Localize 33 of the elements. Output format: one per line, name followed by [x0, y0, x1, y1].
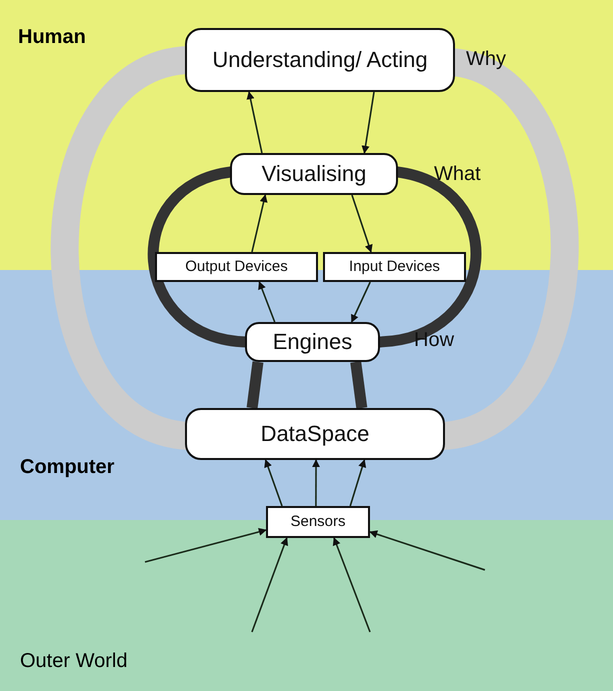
node-label: Output Devices: [185, 258, 288, 276]
node-label: Sensors: [290, 514, 346, 530]
arrow: [312, 459, 320, 506]
node-label: Engines: [272, 330, 352, 354]
arrow: [144, 528, 267, 563]
arrow: [349, 459, 366, 506]
region-label: Human: [18, 26, 86, 49]
side-label: What: [434, 163, 481, 186]
arrow: [362, 92, 375, 154]
arrow: [258, 281, 276, 322]
region-label: Computer: [20, 456, 114, 479]
side-label: Why: [466, 48, 506, 71]
node-label: Understanding/ Acting: [212, 48, 428, 72]
device-box: [323, 252, 466, 282]
node-label: Input Devices: [349, 258, 440, 276]
arrow: [369, 530, 486, 571]
connector-tube: [350, 361, 368, 409]
arrow: [350, 282, 371, 323]
connector-tube: [377, 166, 482, 348]
arrow: [251, 537, 288, 632]
region-label: Outer World: [20, 650, 128, 673]
arrow: [251, 194, 268, 252]
node-label: DataSpace: [260, 422, 370, 446]
device-box: [266, 506, 370, 538]
arrow: [332, 537, 371, 632]
connector-tube: [148, 166, 248, 348]
connector-tube: [246, 361, 264, 409]
arrow: [351, 194, 373, 253]
process-box: [185, 408, 445, 460]
arrow: [246, 91, 263, 154]
arrow: [264, 459, 283, 506]
node-label: Visualising: [262, 162, 366, 186]
device-box: [155, 252, 318, 282]
